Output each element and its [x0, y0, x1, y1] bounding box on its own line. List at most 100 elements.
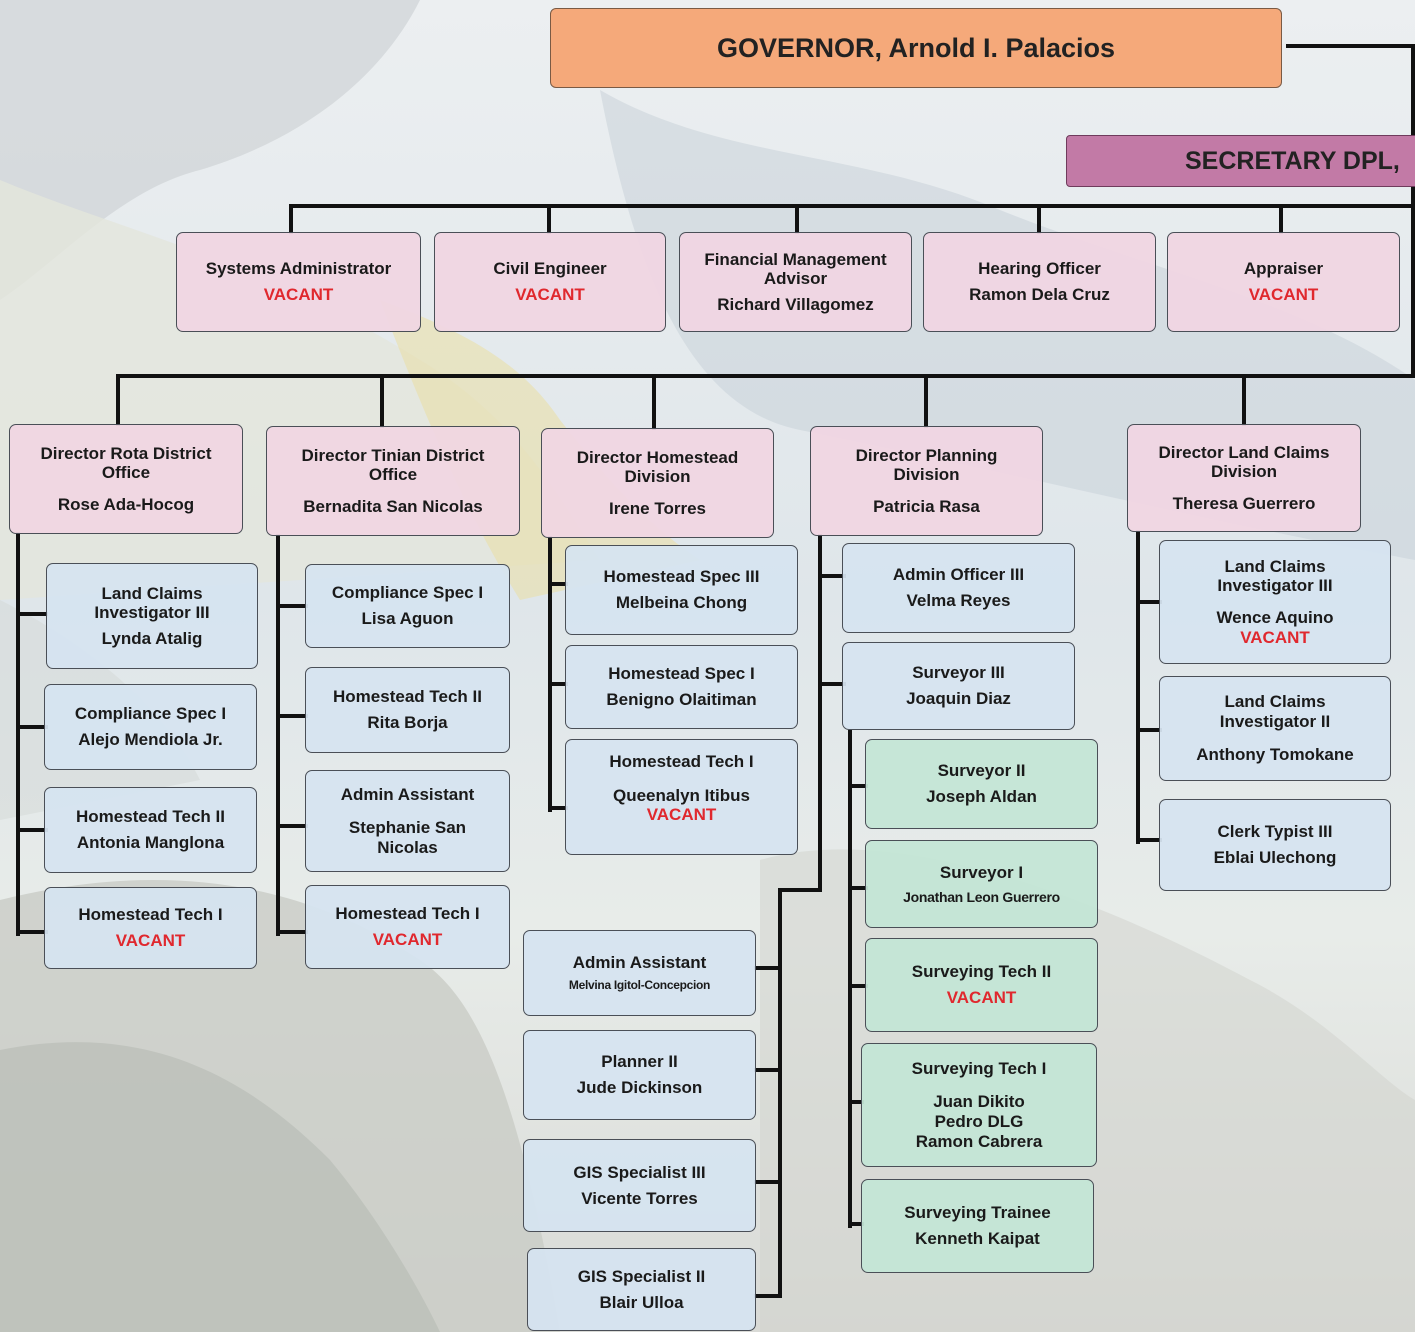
person-name: Benigno Olaitiman: [606, 690, 757, 709]
position-title: Admin Officer III: [892, 565, 1025, 585]
planning-gis-specialist-iii: GIS Specialist III Vicente Torres: [523, 1139, 756, 1232]
person-name: Eblai Ulechong: [1213, 848, 1337, 867]
vacant-label: VACANT: [1248, 285, 1319, 304]
position-title: Homestead Spec III: [603, 567, 760, 587]
tinian-compliance-spec-i: Compliance Spec I Lisa Aguon: [305, 564, 510, 648]
vacant-label: VACANT: [372, 930, 443, 949]
position-title: Homestead Tech II: [333, 687, 482, 707]
rota-homestead-tech-i: Homestead Tech I VACANT: [44, 887, 257, 969]
position-title: Land Claims Investigator III: [94, 583, 210, 623]
director-homestead: Director Homestead Division Irene Torres: [541, 428, 774, 538]
vacant-label: VACANT: [646, 805, 717, 825]
position-title: Homestead Tech I: [609, 752, 754, 771]
person-name: Pedro DLG: [934, 1112, 1024, 1131]
staff-systems-administrator: Systems Administrator VACANT: [176, 232, 421, 332]
vacant-label: VACANT: [1240, 627, 1310, 647]
person-name: Juan Dikito: [933, 1092, 1025, 1112]
planning-planner-ii: Planner II Jude Dickinson: [523, 1030, 756, 1120]
homestead-spec-iii: Homestead Spec III Melbeina Chong: [565, 545, 798, 635]
person-name: Stephanie San Nicolas: [348, 818, 467, 857]
position-title: Hearing Officer: [978, 259, 1101, 279]
land-claims-investigator-ii: Land Claims Investigator II Anthony Tomo…: [1159, 676, 1391, 781]
person-name: Ramon Cabrera: [915, 1131, 1043, 1151]
person-name: Blair Ulloa: [599, 1292, 684, 1312]
person-name: Alejo Mendiola Jr.: [78, 730, 223, 749]
position-title: Director Tinian District Office: [301, 445, 485, 485]
planning-surveyor-iii: Surveyor III Joaquin Diaz: [842, 642, 1075, 730]
position-title: Surveyor I: [939, 863, 1024, 883]
director-rota: Director Rota District Office Rose Ada-H…: [9, 424, 243, 534]
position-title: Surveyor III: [912, 663, 1005, 683]
staff-appraiser: Appraiser VACANT: [1167, 232, 1400, 332]
surveying-tech-i: Surveying Tech I Juan Dikito Pedro DLG R…: [861, 1043, 1097, 1167]
position-title: Surveying Trainee: [904, 1203, 1051, 1223]
position-title: Homestead Spec I: [608, 664, 755, 684]
person-name: Antonia Manglona: [76, 833, 225, 852]
position-title: GIS Specialist III: [573, 1162, 706, 1182]
planning-gis-specialist-ii: GIS Specialist II Blair Ulloa: [527, 1248, 756, 1331]
person-name: Queenalyn Itibus: [613, 785, 750, 805]
position-title: Surveyor II: [937, 761, 1026, 781]
person-name: Melbeina Chong: [615, 593, 748, 612]
position-title: Director Rota District Office: [40, 443, 212, 483]
person-name: Irene Torres: [608, 498, 706, 518]
homestead-tech-i: Homestead Tech I Queenalyn Itibus VACANT: [565, 739, 798, 855]
person-name: Jude Dickinson: [576, 1078, 703, 1097]
position-title: Land Claims Investigator II: [1219, 692, 1331, 731]
position-title: Appraiser: [1243, 259, 1324, 279]
surveying-trainee: Surveying Trainee Kenneth Kaipat: [861, 1179, 1094, 1273]
position-title: Director Homestead Division: [576, 447, 739, 487]
position-title: Civil Engineer: [493, 259, 607, 279]
position-title: Financial Management Advisor: [704, 249, 887, 289]
rota-land-claims-investigator-iii: Land Claims Investigator III Lynda Atali…: [46, 563, 258, 669]
position-title: Compliance Spec I: [74, 704, 227, 724]
person-name: Anthony Tomokane: [1196, 745, 1354, 765]
position-title: Surveying Tech II: [911, 962, 1052, 982]
person-name: Velma Reyes: [906, 591, 1011, 610]
person-name: Ramon Dela Cruz: [969, 285, 1110, 304]
position-title: Surveying Tech I: [911, 1058, 1047, 1078]
person-name: Wence Aquino: [1216, 608, 1334, 627]
position-title: Homestead Tech II: [76, 807, 225, 827]
position-title: Admin Assistant: [340, 784, 475, 804]
person-name: Joaquin Diaz: [906, 689, 1011, 708]
tinian-homestead-tech-ii: Homestead Tech II Rita Borja: [305, 667, 510, 753]
person-name: Kenneth Kaipat: [915, 1229, 1040, 1248]
position-title: Compliance Spec I: [331, 583, 484, 603]
land-claims-investigator-iii: Land Claims Investigator III Wence Aquin…: [1159, 540, 1391, 664]
position-title: Director Land Claims Division: [1158, 442, 1330, 482]
vacant-label: VACANT: [115, 931, 186, 950]
planning-admin-officer-iii: Admin Officer III Velma Reyes: [842, 543, 1075, 633]
director-tinian: Director Tinian District Office Bernadit…: [266, 426, 520, 536]
position-title: Planner II: [601, 1052, 678, 1072]
rota-compliance-spec-i: Compliance Spec I Alejo Mendiola Jr.: [44, 684, 257, 770]
planning-admin-assistant: Admin Assistant Melvina Igitol-Concepcio…: [523, 930, 756, 1016]
vacant-label: VACANT: [515, 285, 585, 304]
position-title: Admin Assistant: [572, 953, 707, 973]
person-name: Lisa Aguon: [361, 609, 454, 628]
director-planning: Director Planning Division Patricia Rasa: [810, 426, 1043, 536]
person-name: Bernadita San Nicolas: [303, 496, 483, 516]
tinian-homestead-tech-i: Homestead Tech I VACANT: [305, 885, 510, 969]
person-name: Richard Villagomez: [717, 294, 874, 314]
person-name: Jonathan Leon Guerrero: [903, 888, 1060, 905]
person-name: Theresa Guerrero: [1172, 493, 1316, 513]
person-name: Melvina Igitol-Concepcion: [568, 977, 711, 992]
vacant-label: VACANT: [263, 285, 334, 304]
person-name: Rose Ada-Hocog: [57, 494, 195, 514]
governor-box: GOVERNOR, Arnold I. Palacios: [550, 8, 1282, 88]
position-title: GIS Specialist II: [577, 1266, 706, 1286]
director-land-claims: Director Land Claims Division Theresa Gu…: [1127, 424, 1361, 532]
person-name: Joseph Aldan: [926, 787, 1037, 806]
surveyor-i: Surveyor I Jonathan Leon Guerrero: [865, 840, 1098, 928]
person-name: Vicente Torres: [581, 1188, 698, 1208]
position-title: Director Planning Division: [855, 445, 998, 485]
surveying-tech-ii: Surveying Tech II VACANT: [865, 938, 1098, 1032]
tinian-admin-assistant: Admin Assistant Stephanie San Nicolas: [305, 770, 510, 872]
position-title: Land Claims Investigator III: [1217, 556, 1333, 596]
secretary-box: SECRETARY DPL,: [1066, 135, 1415, 187]
position-title: Clerk Typist III: [1217, 822, 1333, 842]
vacant-label: VACANT: [946, 988, 1017, 1007]
person-name: Patricia Rasa: [873, 496, 980, 516]
